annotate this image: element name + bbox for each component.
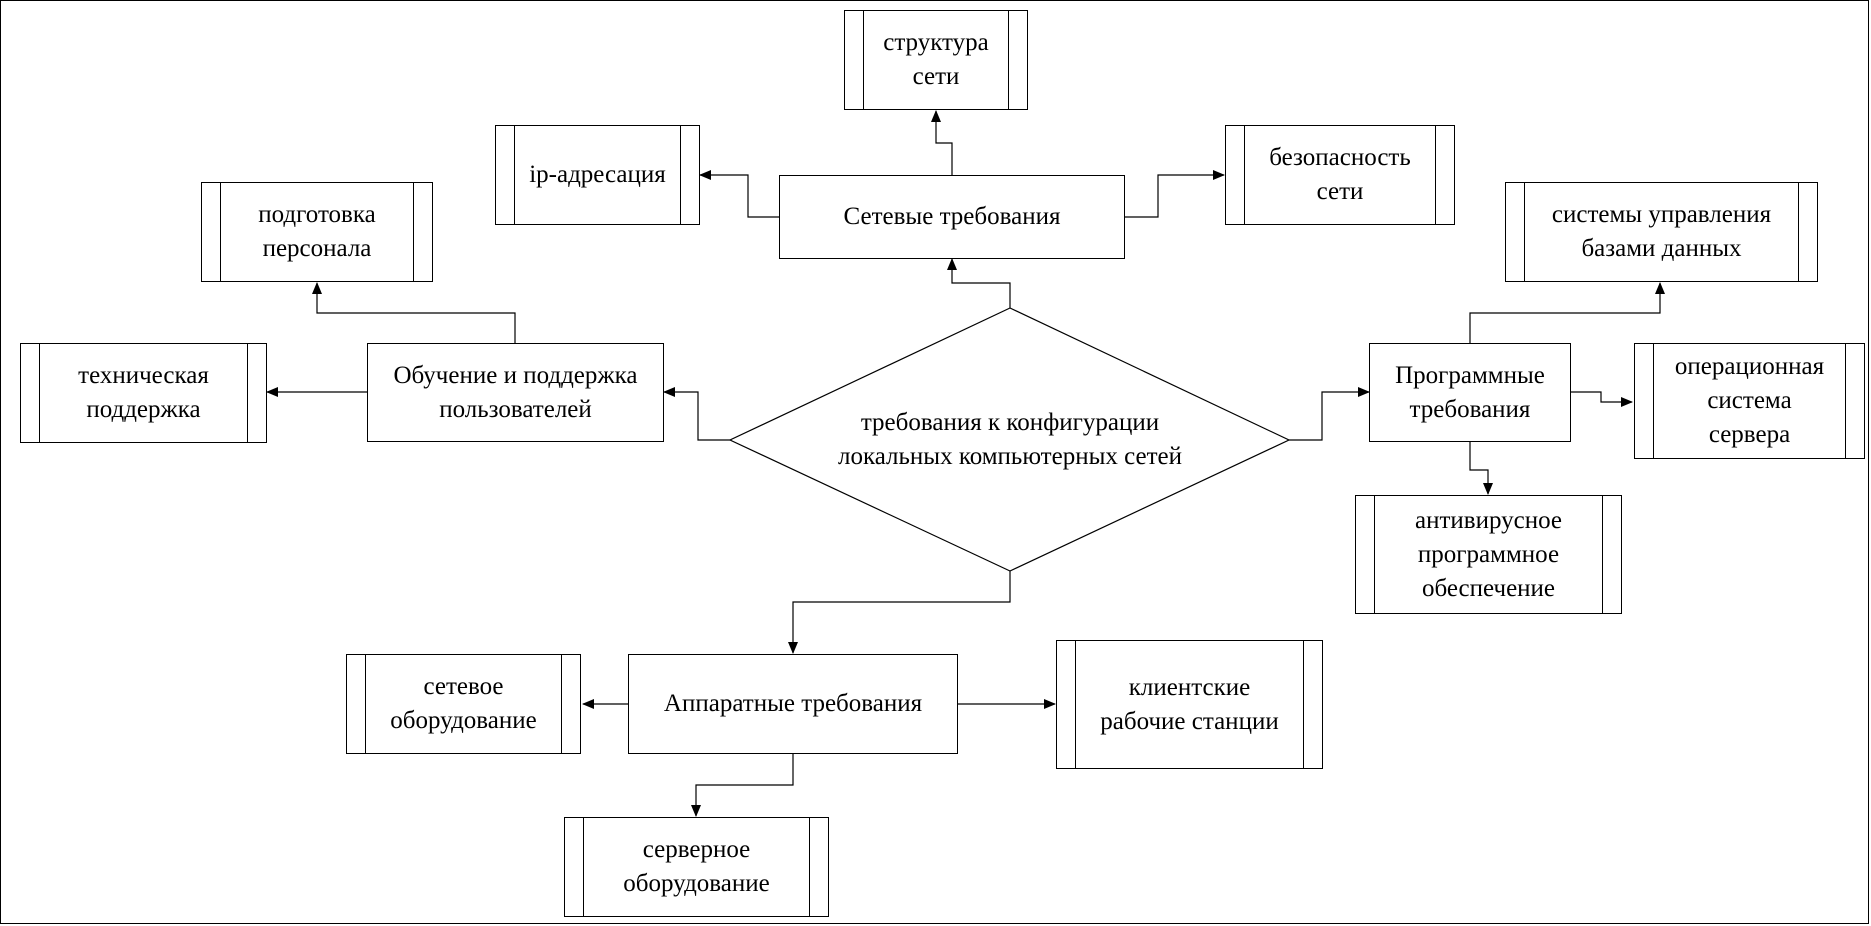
network-structure-box: структура сети [844, 10, 1028, 110]
network-requirements-box: Сетевые требования [779, 175, 1125, 259]
connector-network-security [1125, 170, 1225, 218]
connector-center-software [1289, 387, 1370, 441]
connector-hardware-server [691, 754, 794, 817]
connector-training-staff [312, 282, 516, 343]
dbms-box: системы управления базами данных [1505, 182, 1818, 282]
connector-software-antivirus [1469, 442, 1493, 495]
antivirus-box: антивирусное программное обеспечение [1355, 495, 1622, 614]
server-os-box: операционная система сервера [1634, 343, 1865, 459]
connector-software-os [1571, 391, 1633, 407]
hardware-requirements-box: Аппаратные требования [628, 654, 958, 754]
tech-support-box: техническая поддержка [20, 343, 267, 443]
connector-software-dbms [1469, 282, 1665, 343]
connector-center-training [663, 387, 730, 441]
training-support-box: Обучение и поддержка пользователей [367, 343, 664, 442]
connector-network-ip [699, 170, 779, 218]
center-diamond-label: требования к конфигурации локальных комп… [837, 409, 1183, 470]
connector-center-hardware [788, 571, 1011, 654]
network-equipment-box: сетевое оборудование [346, 654, 581, 754]
staff-training-box: подготовка персонала [201, 182, 433, 282]
server-equipment-box: серверное оборудование [564, 817, 829, 917]
client-workstations-box: клиентские рабочие станции [1056, 640, 1323, 769]
software-requirements-box: Программные требования [1369, 343, 1571, 442]
ip-addressing-box: ip-адресация [495, 125, 700, 225]
connector-network-structure [931, 110, 953, 175]
network-security-box: безопасность сети [1225, 125, 1455, 225]
connector-center-network [947, 258, 1011, 308]
